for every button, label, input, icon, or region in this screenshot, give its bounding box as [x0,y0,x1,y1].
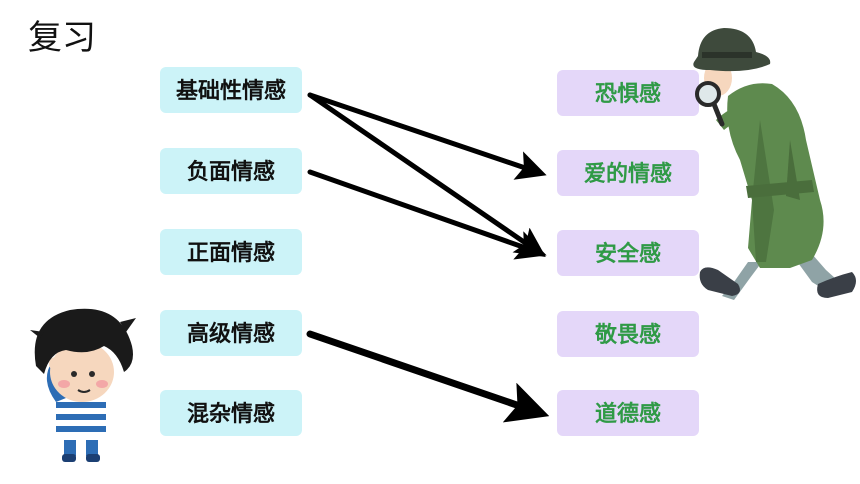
right-item-label: 敬畏感 [594,323,661,348]
left-item-positive-emotion: 正面情感 [160,229,302,275]
right-item-awe: 敬畏感 [557,311,699,357]
left-item-mixed-emotion: 混杂情感 [160,390,302,436]
left-item-advanced-emotion: 高级情感 [160,310,302,356]
connection-arrow-0 [307,92,547,180]
left-item-label: 混杂情感 [186,402,275,427]
right-item-morality: 道德感 [557,390,699,436]
connection-arrow-2 [307,169,547,260]
left-item-label: 负面情感 [186,160,275,185]
page-title: 复习 [28,18,96,58]
right-item-love: 爱的情感 [557,150,699,196]
right-item-label: 道德感 [594,402,661,427]
left-item-label: 基础性情感 [175,79,286,104]
right-item-label: 恐惧感 [594,82,661,107]
right-item-label: 安全感 [594,242,661,267]
right-item-label: 爱的情感 [583,162,672,187]
connection-arrow-3 [306,330,550,423]
connection-arrow-1 [307,92,546,257]
left-item-label: 正面情感 [186,241,275,266]
left-item-label: 高级情感 [186,322,275,347]
left-item-negative-emotion: 负面情感 [160,148,302,194]
left-item-basic-emotion: 基础性情感 [160,67,302,113]
right-item-fear: 恐惧感 [557,70,699,116]
right-item-security: 安全感 [557,230,699,276]
